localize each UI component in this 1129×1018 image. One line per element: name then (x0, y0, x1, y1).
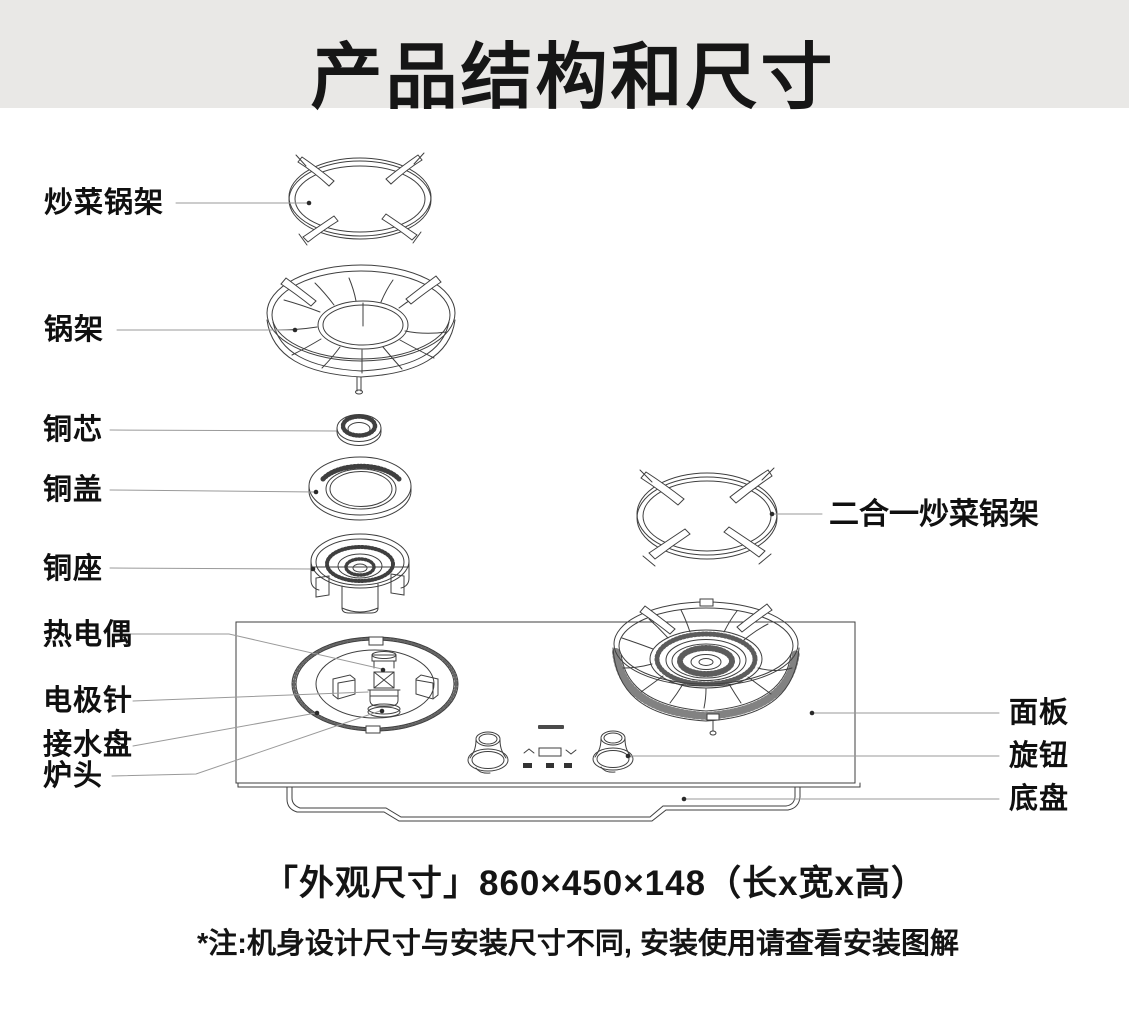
label-wok-stand: 炒菜锅架 (44, 187, 165, 219)
label-base-plate: 底盘 (1009, 783, 1070, 815)
timer-display-window (538, 747, 562, 757)
base-plate-drawing (286, 786, 801, 822)
label-electrode-needle: 电极针 (43, 685, 134, 717)
left-burner-drawing (291, 636, 459, 734)
caret-down-icon (565, 749, 577, 755)
label-drip-tray: 接水盘 (43, 729, 134, 761)
label-copper-cap: 铜盖 (43, 474, 104, 506)
label-panel: 面板 (1009, 697, 1070, 729)
label-burner-head: 炉头 (43, 760, 104, 792)
brand-logo (538, 725, 564, 729)
right-knob-drawing (592, 730, 634, 773)
installation-note-text: *注:机身设计尺寸与安装尺寸不同, 安装使用请查看安装图解 (196, 928, 960, 960)
label-pan-support: 锅架 (44, 314, 105, 346)
copper-base-drawing (310, 533, 410, 614)
left-knob-drawing (467, 731, 509, 774)
label-2in1-wok-stand: 二合一炒菜锅架 (829, 498, 1039, 531)
leader-lines (109, 200, 1000, 802)
right-burner-assembly-drawing (612, 598, 800, 736)
pan-support-drawing (266, 264, 456, 395)
label-copper-base: 铜座 (43, 553, 104, 585)
page-title: 产品结构和尺寸 (310, 38, 836, 118)
exterior-dimensions-text: 「外观尺寸」860×450×148（长x宽x高） (263, 864, 927, 903)
label-thermocouple: 热电偶 (43, 619, 134, 651)
copper-core-drawing (336, 414, 382, 446)
title-banner (0, 0, 1129, 108)
wok-stand-drawing (288, 152, 432, 246)
label-knob: 旋钮 (1009, 740, 1070, 772)
two-in-one-wok-stand-drawing (636, 467, 778, 567)
label-copper-core: 铜芯 (43, 414, 104, 446)
copper-cap-drawing (308, 456, 412, 521)
caret-up-icon (523, 748, 535, 754)
control-display (523, 747, 577, 768)
